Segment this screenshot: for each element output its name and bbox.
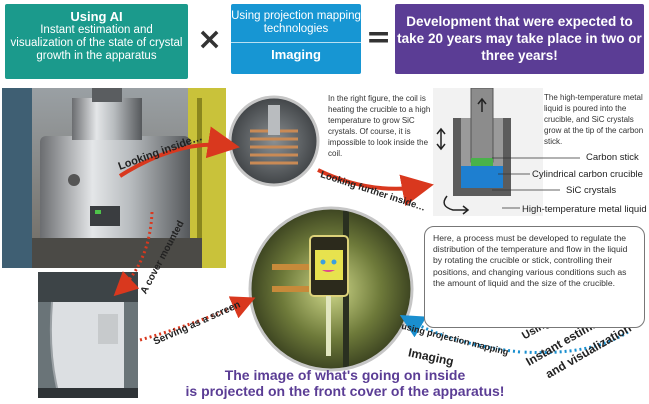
projection-banner: Using projection mapping technologies Im… xyxy=(231,4,361,74)
times-sign: × xyxy=(197,22,223,57)
development-banner: Development that were expected to take 2… xyxy=(395,4,644,74)
coil-caption: In the right figure, the coil is heating… xyxy=(328,94,431,158)
apparatus-photo xyxy=(2,88,226,268)
ai-banner: Using AI Instant estimation and visualiz… xyxy=(5,4,188,79)
legend-carbon-stick: Carbon stick xyxy=(586,152,639,163)
metal-caption: The high-temperature metal liquid is pou… xyxy=(544,93,644,146)
bottom-headline: The image of what's going on inside is p… xyxy=(155,367,535,399)
legend-crystals: SiC crystals xyxy=(566,185,617,196)
ai-banner-heading: Using AI xyxy=(70,9,123,24)
bottom-headline-line2: is projected on the front cover of the a… xyxy=(185,383,505,399)
process-textbox: Here, a process must be developed to reg… xyxy=(424,226,645,328)
ai-banner-text: Instant estimation and visualization of … xyxy=(10,24,183,62)
projection-banner-heading: Imaging xyxy=(231,42,361,62)
legend-crucible: Cylindrical carbon crucible xyxy=(532,169,643,180)
legend-metal: High-temperature metal liquid xyxy=(522,204,647,215)
bottom-headline-line1: The image of what's going on inside xyxy=(224,367,466,383)
projection-banner-text: Using projection mapping technologies xyxy=(231,10,361,35)
legend-lines xyxy=(492,157,580,209)
crucible-diagram xyxy=(433,88,543,216)
equals-sign: = xyxy=(366,20,392,55)
projection-photo xyxy=(248,206,414,372)
